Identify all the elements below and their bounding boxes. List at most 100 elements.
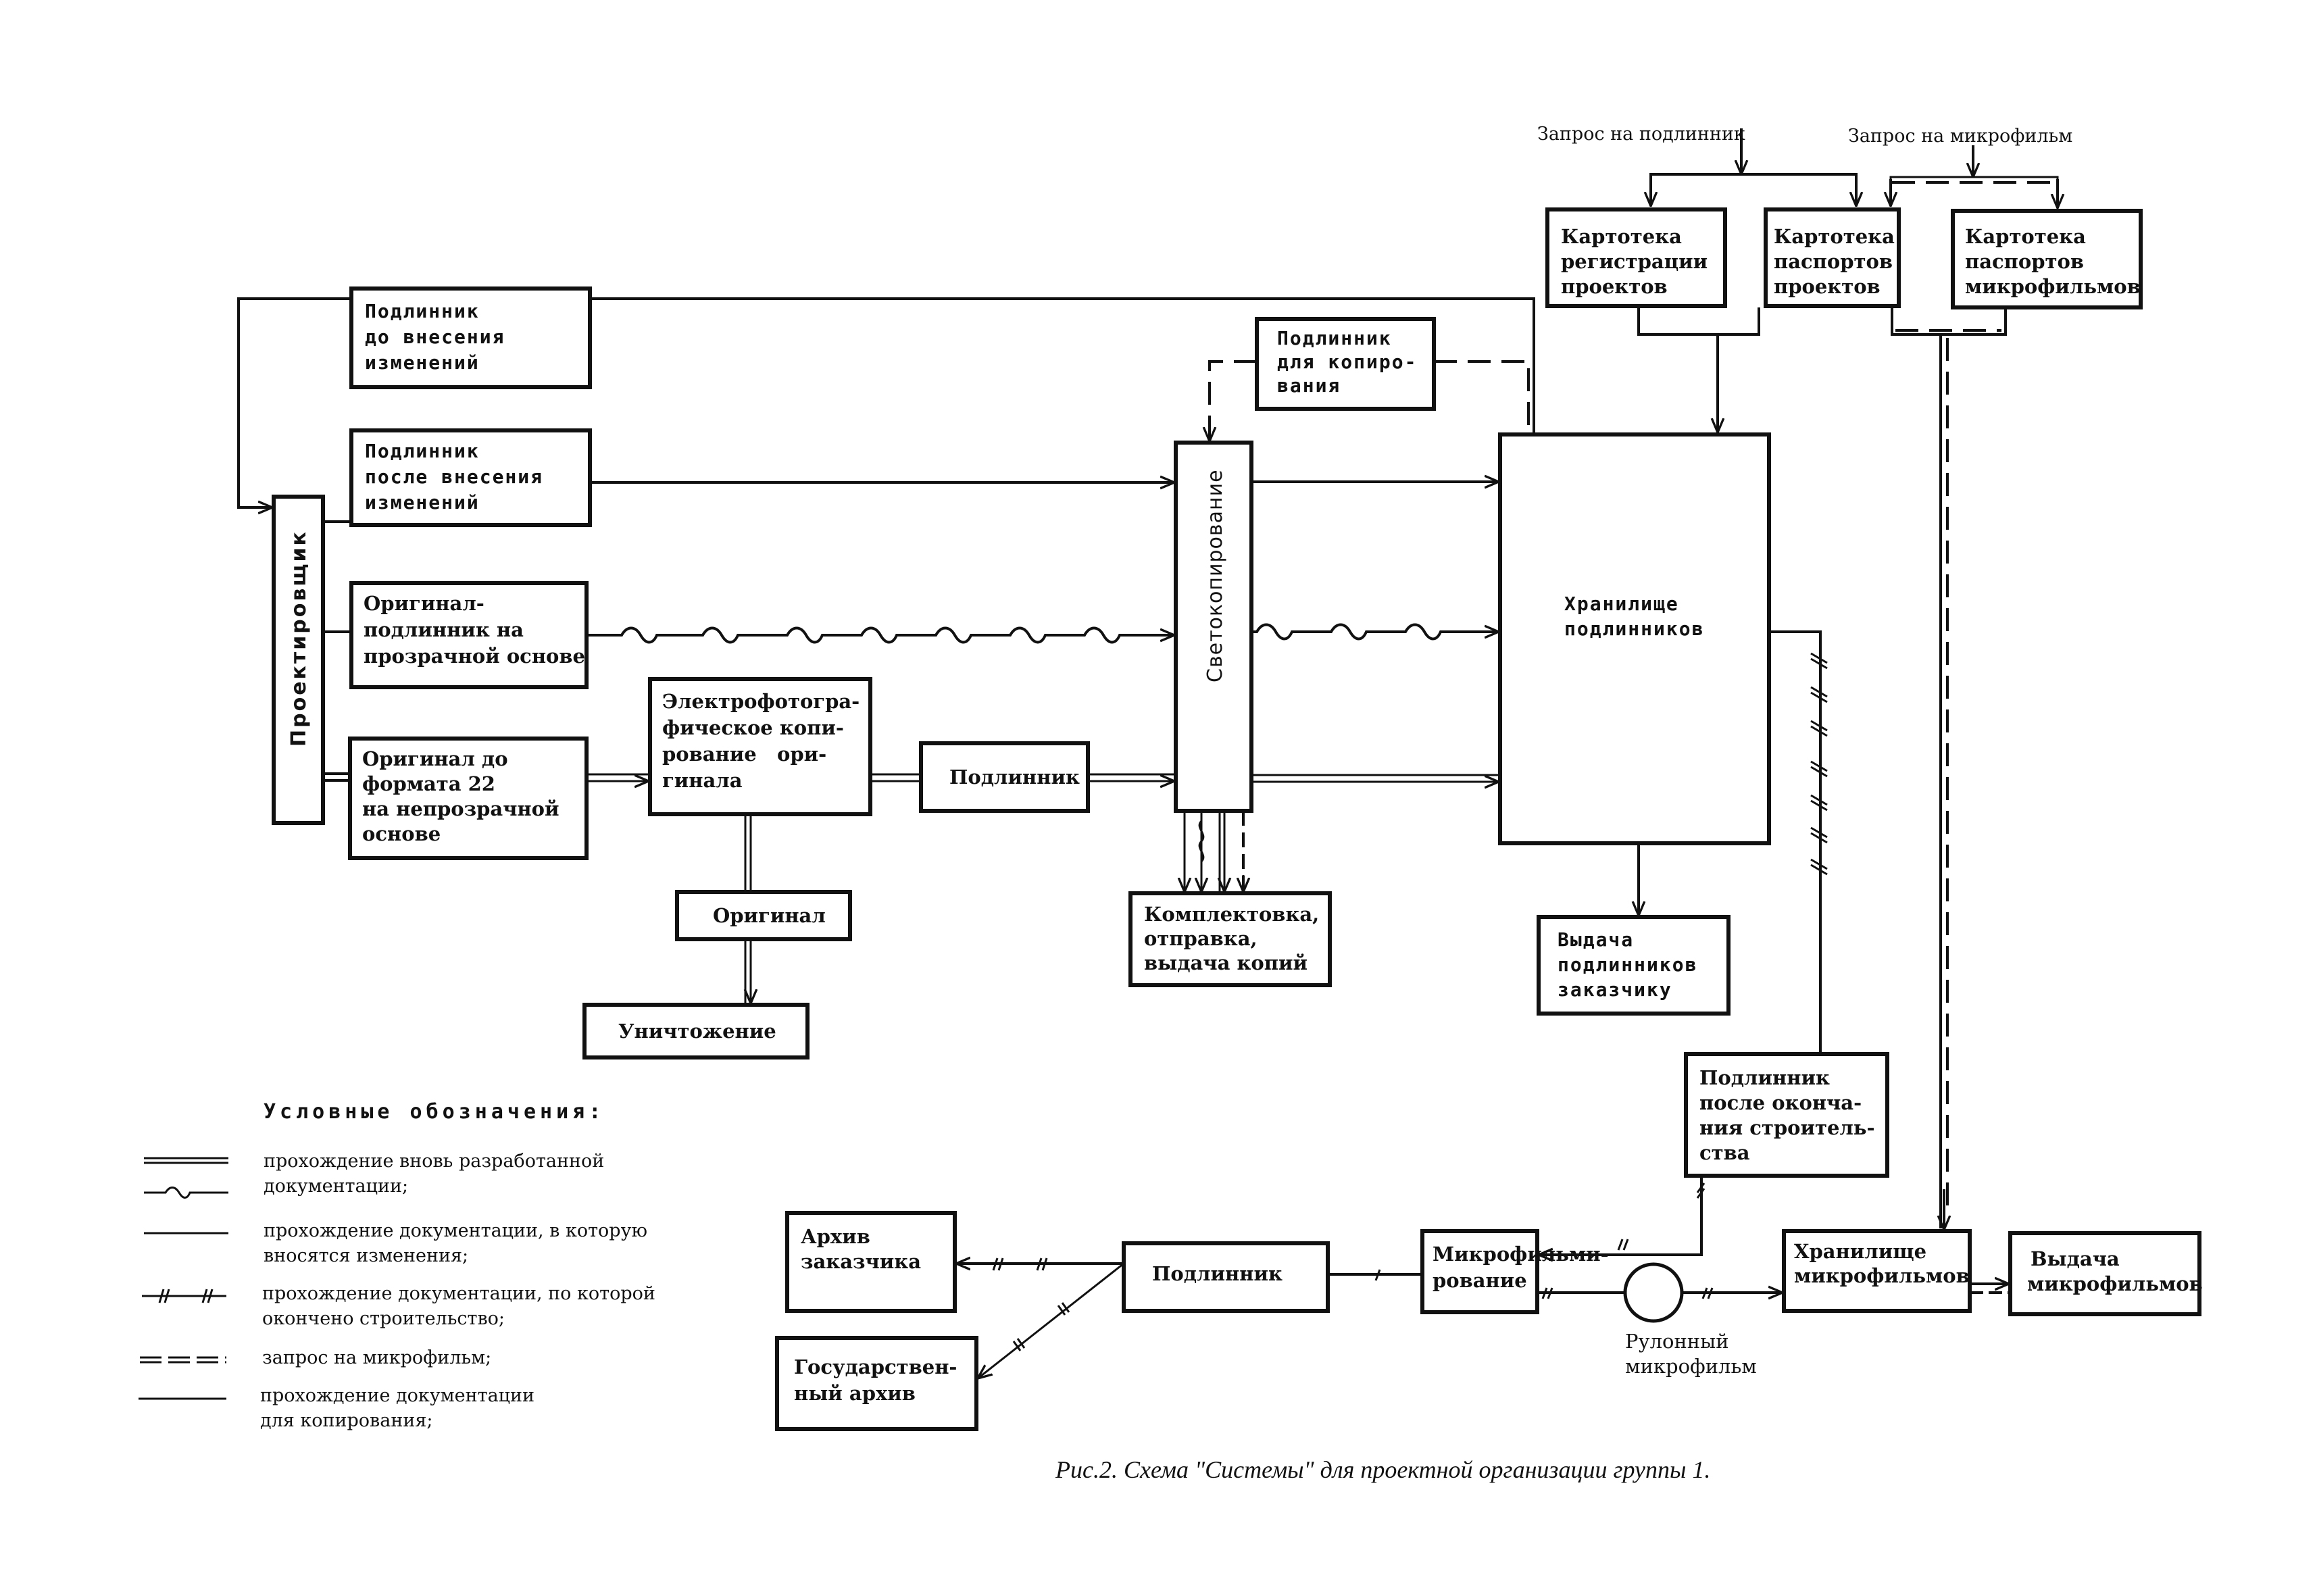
wave-lightcopy-assembly [1198,820,1205,863]
connector-before-changes-to-storage [590,297,1535,434]
node-original-opaque[interactable]: Оригинал до формата 22 на непрозрачной о… [348,737,589,860]
node-label: Выдача [2031,1247,2120,1270]
node-original-mid[interactable]: Подлинник [919,741,1090,813]
node-issue-originals[interactable]: Выдача подлинников заказчику [1537,915,1731,1016]
node-label: заказчика [801,1250,921,1273]
node-label: Комплектовка, [1144,903,1319,926]
node-label: регистрации [1561,250,1708,273]
svg-text:Подлинник: Подлинник [1152,1262,1283,1285]
node-label: проектов [1774,275,1881,298]
svg-text:Выдача: Выдача [1558,928,1634,951]
slash-mark [1057,1302,1070,1316]
svg-text:прозрачной основе: прозрачной основе [364,645,585,668]
node-label: гинала [662,769,743,792]
node-card-registration[interactable]: Картотека регистрации проектов [1545,207,1727,308]
svg-text:формата 22: формата 22 [362,772,495,795]
node-label: Оригинал [713,904,826,927]
node-original-after-changes[interactable]: Подлинник после внесения изменений [349,428,592,527]
node-label: Микрофильми- [1433,1243,1609,1266]
node-original-box[interactable]: Оригинал [675,890,852,941]
node-label: прозрачной основе [364,645,585,668]
svg-text:ный архив: ный архив [794,1382,916,1405]
node-roll-microfilm[interactable]: Рулонный микрофильм [1623,1262,1757,1378]
node-designer[interactable]: Проектировщик [272,495,325,825]
svg-text:гинала: гинала [662,769,743,792]
node-assembly[interactable]: Комплектовка, отправка, выдача копий [1128,891,1332,987]
svg-text:проектов: проектов [1774,275,1881,298]
svg-text:Проектировщик: Проектировщик [287,530,311,747]
node-original-before-changes[interactable]: Подлинник до внесения изменений [349,286,592,389]
legend-title: Условные обозначения: [264,1100,605,1124]
node-originals-storage[interactable]: Хранилище подлинников [1498,432,1771,845]
node-microfilm-storage[interactable]: Хранилище микрофильмов [1782,1229,1972,1313]
node-label: отправка, [1144,927,1258,950]
node-label: микрофильмов [1794,1264,1970,1287]
svg-text:ния строитель-: ния строитель- [1699,1116,1875,1139]
svg-text:Оригинал до: Оригинал до [362,747,508,770]
svg-text:на непрозрачной: на непрозрачной [362,797,559,820]
node-label: рование [1433,1269,1527,1292]
legend-symbol-slash-marks [158,1289,214,1303]
node-label: Хранилище [1564,593,1679,615]
node-label: Подлинник [1152,1262,1283,1285]
svg-text:Оригинал: Оригинал [713,904,826,927]
node-original-after-construction[interactable]: Подлинник после оконча- ния строитель- с… [1684,1052,1889,1178]
node-label: паспортов [1774,250,1893,273]
connector-cards-join [1637,307,1760,336]
node-microfilming[interactable]: Микрофильми- рование [1420,1229,1609,1314]
node-label: Картотека [1965,225,2086,248]
node-issue-microfilms[interactable]: Выдача микрофильмов [2008,1231,2203,1316]
nodes: Картотека регистрации проектов Картотека… [272,207,2203,1431]
node-card-passports-microfilms[interactable]: Картотека паспортов микрофильмов [1951,209,2143,309]
svg-text:Подлинник: Подлинник [1277,327,1392,349]
connector-storage-to-after-construction [1769,630,1822,1054]
svg-text:заказчика: заказчика [801,1250,921,1273]
slash-mark [992,1257,1004,1271]
slash-mark [1036,1257,1048,1271]
node-original-bottom[interactable]: Подлинник [1122,1241,1330,1313]
node-destruction[interactable]: Уничтожение [582,1003,810,1059]
svg-text:Электрофотогра-: Электрофотогра- [662,690,860,713]
svg-text:до внесения: до внесения [365,326,505,348]
node-label: Государствен- [794,1355,957,1378]
node-label: Подлинник [949,766,1080,789]
node-original-transparent[interactable]: Оригинал- подлинник на прозрачной основе [349,581,589,689]
svg-text:Уничтожение: Уничтожение [618,1020,776,1043]
node-label: Уничтожение [618,1020,776,1043]
svg-text:Оригинал-: Оригинал- [364,592,484,615]
node-label: заказчику [1558,978,1672,1001]
slash-mark [1541,1287,1553,1299]
node-state-archive[interactable]: Государствен- ный архив [775,1336,978,1431]
svg-text:вания: вания [1277,374,1341,397]
svg-text:микрофильмов: микрофильмов [1794,1264,1970,1287]
connector-lightcopy-to-storage-wavy [1251,623,1499,641]
node-label: после внесения [365,466,543,488]
node-label: рование ори- [662,743,826,766]
node-label: ства [1699,1141,1750,1164]
svg-text:Подлинник: Подлинник [949,766,1080,789]
node-light-copying[interactable]: Светокопирование [1174,441,1253,813]
node-label: паспортов [1965,250,2084,273]
node-customer-archive[interactable]: Архив заказчика [785,1211,957,1313]
node-electrophoto-copying[interactable]: Электрофотогра- фическое копи- рование о… [648,677,872,816]
node-label: вания [1277,374,1341,397]
node-label: Выдача [1558,928,1634,951]
node-card-passports-projects[interactable]: Картотека паспортов проектов [1764,207,1901,308]
svg-text:Картотека: Картотека [1774,225,1895,248]
svg-text:Картотека: Картотека [1561,225,1682,248]
node-label: Подлинник [1277,327,1392,349]
node-label: изменений [365,491,480,514]
node-label: Подлинник [365,300,480,322]
svg-text:подлинников: подлинников [1564,618,1704,640]
node-label: изменений [365,351,480,374]
node-label: микрофильмов [1965,275,2141,298]
svg-text:изменений: изменений [365,351,480,374]
svg-text:подлинник на: подлинник на [364,618,524,641]
svg-text:Рулонный: Рулонный [1625,1330,1729,1353]
svg-text:Подлинник: Подлинник [1699,1066,1830,1089]
svg-text:фическое копи-: фическое копи- [662,716,844,739]
connector-transparent-to-lightcopy [587,626,1174,644]
node-original-for-copying[interactable]: Подлинник для копиро- вания [1255,317,1436,411]
connectors [237,128,2058,1378]
svg-text:Микрофильми-: Микрофильми- [1433,1243,1609,1266]
